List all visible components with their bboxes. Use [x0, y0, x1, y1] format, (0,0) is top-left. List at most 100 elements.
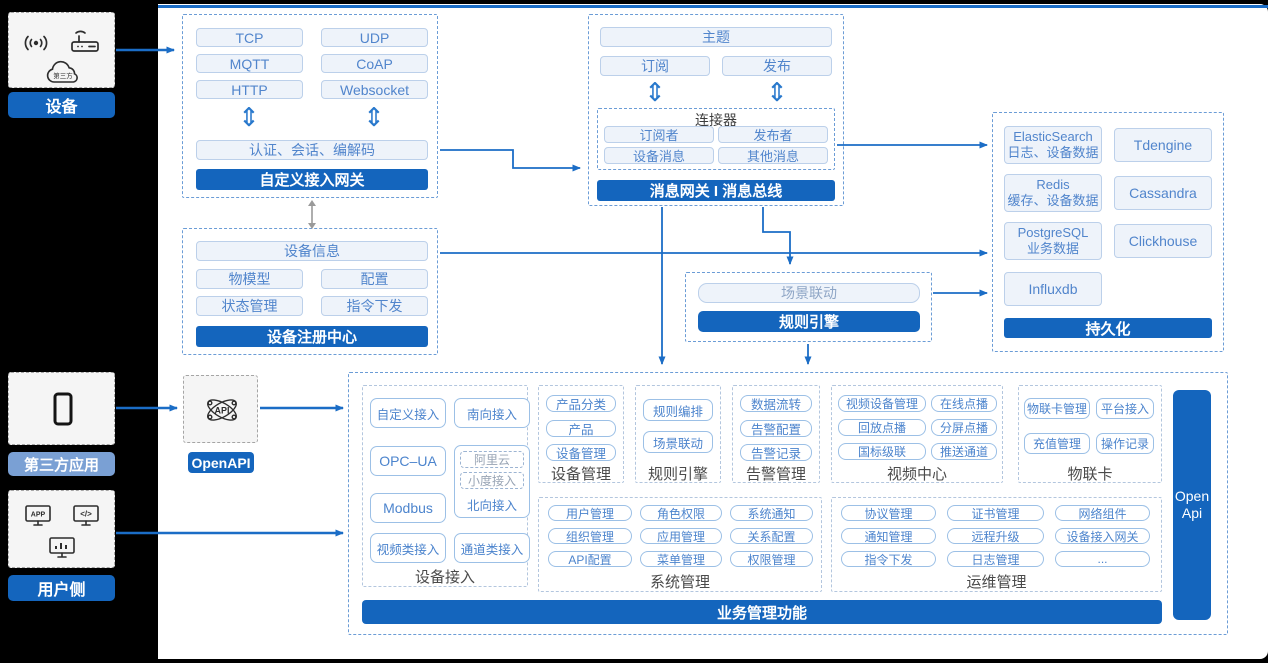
- node-south-access: 南向接入: [454, 398, 530, 428]
- openapi-box: API: [183, 375, 258, 443]
- node-device-message: 设备消息: [604, 147, 714, 164]
- db-desc: 缓存、设备数据: [1007, 193, 1099, 208]
- top-accent-line: [158, 5, 1268, 8]
- node-alarm-config: 告警配置: [740, 420, 812, 437]
- node-network-comp: 网络组件: [1055, 505, 1150, 521]
- node-modbus: Modbus: [370, 493, 446, 523]
- db-desc: 日志、设备数据: [1007, 145, 1099, 160]
- node-thing-model: 物模型: [196, 269, 303, 289]
- node-north-access-container: 阿里云 小度接入 北向接入: [454, 445, 530, 518]
- node-sys-notice: 系统通知: [730, 505, 813, 521]
- connector-group: [597, 108, 835, 170]
- node-relation-config: 关系配置: [730, 528, 813, 544]
- user-side-source-box: APP </>: [8, 490, 115, 568]
- node-publisher: 发布者: [718, 126, 828, 143]
- node-online-play: 在线点播: [931, 395, 997, 412]
- node-influxdb: Influxdb: [1004, 272, 1102, 306]
- updown-double-arrow-icon: ⇕: [766, 78, 788, 108]
- node-websocket: Websocket: [321, 80, 428, 99]
- node-split-play: 分屏点播: [931, 419, 997, 436]
- node-http: HTTP: [196, 80, 303, 99]
- node-xiaodu-access: 小度接入: [460, 472, 524, 489]
- node-push-channel: 推送通道: [931, 443, 997, 460]
- connector-title: 连接器: [695, 112, 737, 128]
- device-access-label: 设备接入: [414, 569, 475, 586]
- db-desc: 业务数据: [1026, 241, 1079, 256]
- node-data-flow: 数据流转: [740, 395, 812, 412]
- business-group: [348, 372, 1228, 635]
- node-user-mgmt: 用户管理: [548, 505, 632, 521]
- api-atom-icon: API: [201, 389, 243, 436]
- db-name: ElasticSearch: [1013, 128, 1093, 144]
- user-side-label: 用户侧: [8, 575, 115, 601]
- alarm-mgmt-label: 告警管理: [745, 466, 806, 483]
- node-status-mgmt: 状态管理: [196, 296, 303, 316]
- open-api-line: Open: [1174, 487, 1210, 504]
- rule-engine-group: [685, 272, 932, 342]
- node-role-perm: 角色权限: [640, 505, 722, 521]
- node-app-mgmt: 应用管理: [640, 528, 722, 544]
- node-north-access-label: 北向接入: [466, 499, 517, 513]
- system-mgmt-section: [538, 497, 822, 592]
- persistence-group: [992, 112, 1224, 352]
- node-alarm-record: 告警记录: [740, 444, 812, 461]
- updown-double-arrow-icon: ⇕: [363, 103, 385, 133]
- ops-mgmt-label: 运维管理: [966, 574, 1027, 591]
- node-device-access-gw: 设备接入网关: [1055, 528, 1150, 544]
- node-log-mgmt: 日志管理: [947, 551, 1044, 567]
- node-topic: 主题: [600, 27, 832, 47]
- custom-gateway-title: 自定义接入网关: [196, 169, 428, 190]
- devices-label: 设备: [8, 92, 115, 118]
- persistence-title: 持久化: [1004, 318, 1212, 338]
- node-playback: 回放点播: [838, 419, 926, 436]
- code-monitor-icon: </>: [71, 503, 101, 534]
- iot-card-section: [1018, 385, 1162, 483]
- video-center-label: 视频中心: [886, 466, 947, 483]
- node-config: 配置: [321, 269, 428, 289]
- node-protocol-mgmt: 协议管理: [841, 505, 936, 521]
- node-postgresql: PostgreSQL 业务数据: [1004, 222, 1102, 260]
- node-cassandra: Cassandra: [1114, 176, 1212, 210]
- custom-gateway-group: [182, 14, 438, 198]
- updown-double-arrow-icon: ⇕: [238, 103, 260, 133]
- node-clickhouse: Clickhouse: [1114, 224, 1212, 258]
- third-party-label: 第三方应用: [8, 452, 115, 476]
- node-remote-upgrade: 远程升级: [947, 528, 1044, 544]
- alarm-mgmt-section: [732, 385, 820, 483]
- chart-monitor-icon: [47, 535, 77, 566]
- svg-text:</>: </>: [80, 510, 92, 519]
- node-auth-session-codec: 认证、会话、编解码: [196, 140, 428, 160]
- node-udp: UDP: [321, 28, 428, 47]
- iot-card-label: 物联卡: [1067, 466, 1113, 483]
- node-platform-access: 平台接入: [1096, 398, 1154, 419]
- router-icon: [67, 29, 103, 60]
- node-subscriber: 订阅者: [604, 126, 714, 143]
- node-operation-record: 操作记录: [1096, 433, 1154, 454]
- node-coap: CoAP: [321, 54, 428, 73]
- device-registry-title: 设备注册中心: [196, 326, 428, 347]
- node-rule-orchestration: 规则编排: [643, 399, 713, 421]
- db-name: Redis: [1036, 176, 1070, 192]
- device-mgmt-label: 设备管理: [550, 466, 611, 483]
- node-custom-access: 自定义接入: [370, 398, 446, 428]
- node-gb-cascade: 国标级联: [838, 443, 926, 460]
- node-cert-mgmt: 证书管理: [947, 505, 1044, 521]
- node-scene-linkage-item: 场景联动: [643, 431, 713, 453]
- node-product: 产品: [546, 420, 616, 437]
- node-cmd-send: 指令下发: [841, 551, 936, 567]
- node-tdengine: Tdengine: [1114, 128, 1212, 162]
- node-publish: 发布: [722, 56, 832, 76]
- node-video-access: 视频类接入: [370, 533, 446, 563]
- ops-mgmt-section: [831, 497, 1162, 592]
- node-api-config: API配置: [548, 551, 632, 567]
- open-api-bar: Open Api: [1173, 390, 1211, 620]
- node-channel-access: 通道类接入: [454, 533, 530, 563]
- svg-text:API: API: [214, 406, 229, 416]
- node-perm-mgmt: 权限管理: [730, 551, 813, 567]
- node-elasticsearch: ElasticSearch 日志、设备数据: [1004, 126, 1102, 164]
- video-center-section: [831, 385, 1003, 483]
- svg-text:APP: APP: [31, 512, 46, 519]
- svg-text:第三方: 第三方: [53, 71, 73, 80]
- rule-engine-section: [635, 385, 721, 483]
